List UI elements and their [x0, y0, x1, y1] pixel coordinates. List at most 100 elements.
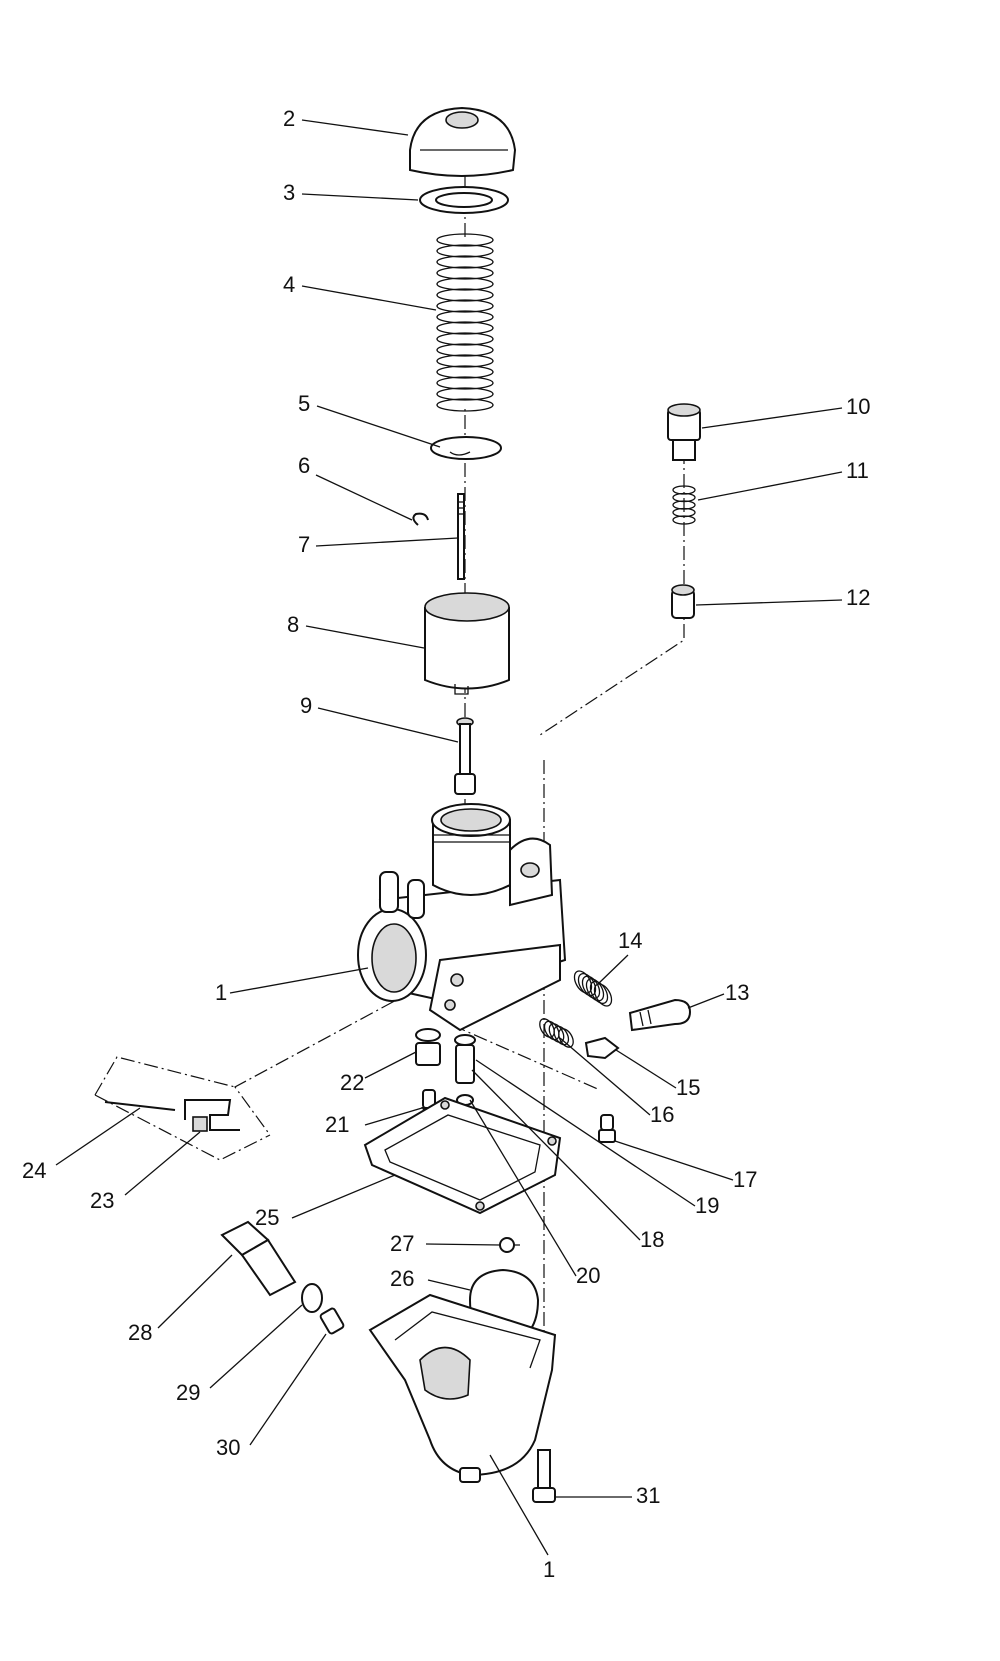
- part-label-13: 13: [725, 980, 749, 1005]
- leader-line-1: [229, 967, 369, 994]
- leader-lines: [55, 119, 843, 1556]
- spring-coil: [553, 1025, 570, 1046]
- part-label-10: 10: [846, 394, 870, 419]
- part-label-28: 28: [128, 1320, 152, 1345]
- fitting-part: [667, 403, 701, 461]
- adjuster-screw-part: [628, 998, 692, 1032]
- carburetor-body-part: [357, 803, 567, 1032]
- plunger-part: [671, 584, 695, 619]
- part-label-18: 18: [640, 1227, 664, 1252]
- spring-coil: [672, 515, 696, 525]
- leader-line-13: [687, 993, 725, 1009]
- spring-coil: [436, 365, 494, 379]
- part-label-1: 1: [215, 980, 227, 1005]
- part-label-11: 11: [846, 458, 869, 483]
- footer-caption: [100, 1636, 940, 1661]
- part-label-20: 20: [576, 1263, 600, 1288]
- part-label-5: 5: [298, 391, 310, 416]
- needle-jet-part: [454, 717, 476, 795]
- part-label-1: 1: [543, 1557, 555, 1582]
- spring-coil: [436, 398, 494, 412]
- spring-coil: [436, 376, 494, 390]
- part-label-31: 31: [636, 1483, 660, 1508]
- part-label-15: 15: [676, 1075, 700, 1100]
- float-bracket-part: [104, 1099, 240, 1132]
- part-label-8: 8: [287, 612, 299, 637]
- spring-coil: [436, 343, 494, 357]
- part-label-23: 23: [90, 1188, 114, 1213]
- leader-line-23: [124, 1131, 201, 1196]
- leader-line-18: [471, 1069, 641, 1241]
- float-bowl-part: [368, 1293, 557, 1483]
- jet-needle-part: [457, 493, 465, 580]
- part-label-27: 27: [390, 1231, 414, 1256]
- spring-coil: [436, 299, 494, 313]
- leader-line-5: [316, 405, 441, 448]
- spring-coil: [436, 277, 494, 291]
- retainer-plate-part: [430, 436, 502, 460]
- bowl-screw-part: [532, 1449, 556, 1503]
- leader-line-1: [489, 1454, 549, 1556]
- part-label-16: 16: [650, 1102, 674, 1127]
- leader-line-11: [697, 471, 843, 501]
- leader-line-24: [55, 1107, 141, 1166]
- part-label-19: 19: [695, 1193, 719, 1218]
- leader-line-7: [315, 537, 459, 547]
- part-label-26: 26: [390, 1266, 414, 1291]
- gasket-part: [363, 1096, 562, 1215]
- spring-coil: [589, 980, 609, 1005]
- leader-line-12: [695, 599, 843, 606]
- leader-line-17: [614, 1140, 734, 1181]
- clip-part: [412, 512, 429, 526]
- small-spring-part: [672, 485, 696, 525]
- part-label-12: 12: [846, 585, 870, 610]
- part-label-21: 21: [325, 1112, 349, 1137]
- leader-line-30: [249, 1333, 327, 1446]
- spring-coil: [558, 1028, 574, 1048]
- leader-line-22: [364, 1051, 417, 1079]
- part-label-29: 29: [176, 1380, 200, 1405]
- leader-line-28: [157, 1254, 233, 1329]
- spring-coil: [436, 387, 494, 401]
- part-label-2: 2: [283, 106, 295, 131]
- pilot-screw-part: [584, 1036, 620, 1060]
- spring-part: [436, 233, 494, 412]
- spring-coil: [543, 1020, 560, 1041]
- small-jet-part: [598, 1114, 616, 1143]
- part-label-22: 22: [340, 1070, 364, 1095]
- spring-coil: [593, 983, 613, 1007]
- leader-line-26: [427, 1279, 471, 1291]
- jet-stack-part: [454, 1034, 476, 1106]
- part-label-3: 3: [283, 180, 295, 205]
- spring-coil: [436, 288, 494, 302]
- leader-line-9: [317, 707, 459, 743]
- part-label-9: 9: [300, 693, 312, 718]
- part-labels: 1234567891011121314151617181920212223242…: [22, 106, 870, 1582]
- leader-line-20: [469, 1099, 577, 1277]
- leader-line-16: [559, 1037, 651, 1116]
- spring-coil: [436, 321, 494, 335]
- spring-coil: [436, 332, 494, 346]
- spring-coil: [436, 310, 494, 324]
- leader-line-8: [305, 625, 425, 649]
- part-label-6: 6: [298, 453, 310, 478]
- leader-line-15: [615, 1049, 677, 1089]
- part-label-14: 14: [618, 928, 642, 953]
- leader-line-21: [364, 1107, 423, 1126]
- leader-line-4: [301, 285, 437, 311]
- drain-bolt-part: [220, 1220, 345, 1335]
- washer-part: [419, 186, 509, 214]
- spring-coil: [436, 266, 494, 280]
- leader-line-25: [291, 1174, 396, 1219]
- part-label-30: 30: [216, 1435, 240, 1460]
- top-cap-part: [409, 106, 517, 177]
- spring-coil: [436, 354, 494, 368]
- spring-coil: [436, 233, 494, 247]
- part-label-24: 24: [22, 1158, 46, 1183]
- part-label-7: 7: [298, 532, 310, 557]
- leader-line-6: [315, 474, 413, 521]
- part-label-17: 17: [733, 1167, 757, 1192]
- leader-line-10: [701, 407, 843, 429]
- leader-line-27: [425, 1243, 501, 1246]
